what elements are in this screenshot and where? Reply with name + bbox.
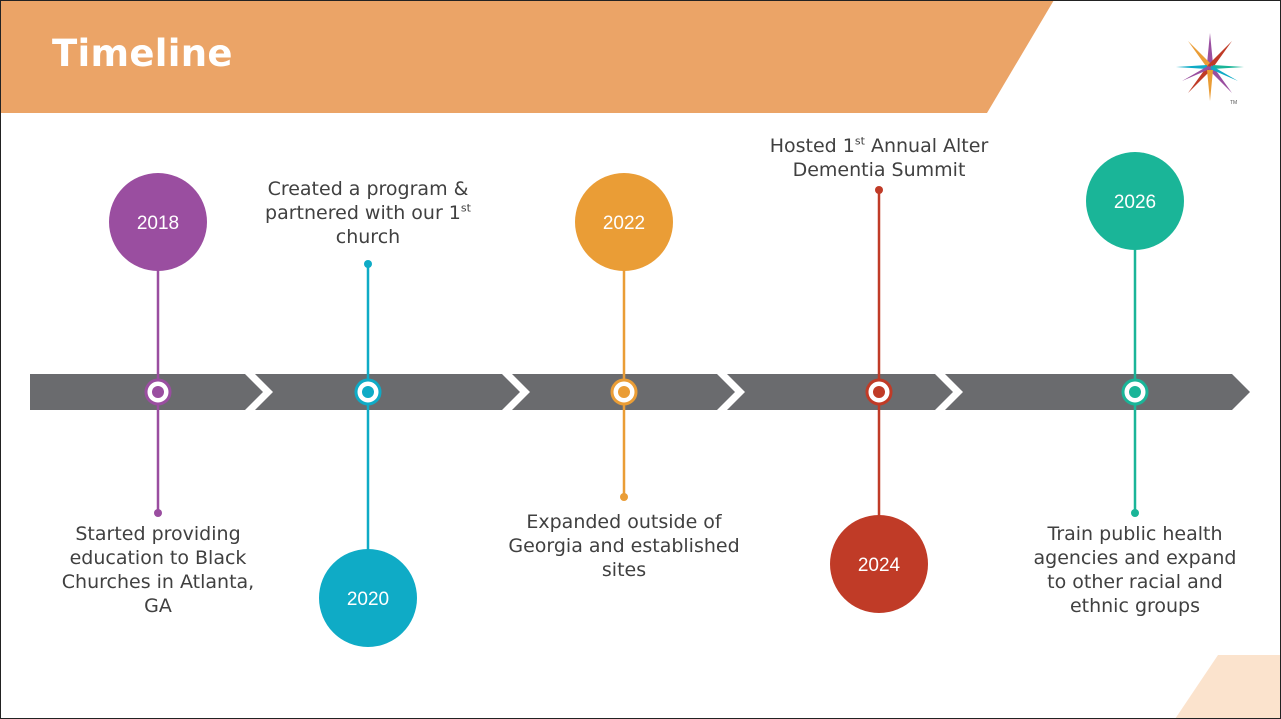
page-title: Timeline <box>52 32 233 75</box>
ordinal-suffix: st <box>854 134 865 148</box>
milestone-2018-description: Started providing education to Black Chu… <box>48 522 268 618</box>
milestone-2022: 2022 <box>575 173 673 501</box>
year-label-2018: 2018 <box>137 213 179 234</box>
timeline-node-dot-2026 <box>1129 386 1141 398</box>
description-line: sites <box>601 559 647 581</box>
year-circle-2020 <box>319 549 417 647</box>
description-line: Churches in Atlanta, <box>61 571 255 593</box>
milestone-2020: 2020 <box>319 260 417 647</box>
description-line: Georgia and established <box>508 535 740 557</box>
header-band <box>0 0 1054 113</box>
description-line: Dementia Summit <box>792 159 966 181</box>
year-circle-2022 <box>575 173 673 271</box>
description-line: Train public health <box>1047 523 1223 545</box>
milestone-2020-description: Created a program & partnered with our 1… <box>243 177 493 249</box>
description-line: ethnic groups <box>1069 595 1201 617</box>
year-label-2022: 2022 <box>603 213 645 234</box>
timeline-node-dot-2024 <box>873 386 885 398</box>
description-text: Annual Alter <box>864 135 989 157</box>
description-line: GA <box>144 595 172 617</box>
starburst-logo-icon <box>1176 33 1244 101</box>
arrow-segment-4 <box>727 374 953 410</box>
description-line: agencies and expand <box>1033 547 1237 569</box>
arrow-segment-5 <box>945 374 1250 410</box>
endpoint-dot-2022 <box>620 493 628 501</box>
logo-trademark: TM <box>1230 100 1237 106</box>
milestone-2018: 2018 <box>109 173 207 517</box>
description-text: Hosted 1 <box>769 135 855 157</box>
year-circle-2018 <box>109 173 207 271</box>
timeline-node-dot-2018 <box>152 386 164 398</box>
arrow-segment-2 <box>255 374 520 410</box>
timeline-arrow <box>30 374 1250 410</box>
description-line: Hosted 1st Annual Alter <box>754 134 1004 158</box>
timeline-node-dot-2020 <box>362 386 374 398</box>
milestone-2026-description: Train public health agencies and expand … <box>1020 522 1250 618</box>
year-label-2024: 2024 <box>858 555 901 576</box>
corner-accent <box>1175 655 1281 719</box>
endpoint-dot-2018 <box>154 509 162 517</box>
year-circle-2024 <box>830 515 928 613</box>
description-line: to other racial and <box>1047 571 1223 593</box>
timeline-node-dot-2022 <box>618 386 630 398</box>
year-label-2020: 2020 <box>347 589 389 610</box>
milestone-2026: 2026 <box>1086 152 1184 517</box>
year-circle-2026 <box>1086 152 1184 250</box>
ordinal-suffix: st <box>460 201 471 215</box>
description-line: church <box>335 226 401 248</box>
endpoint-dot-2020 <box>364 260 372 268</box>
year-label-2026: 2026 <box>1114 192 1156 213</box>
description-line: Created a program & <box>267 178 469 200</box>
description-text: partnered with our 1 <box>265 202 461 224</box>
description-line: partnered with our 1st <box>243 201 493 225</box>
milestone-2022-description: Expanded outside of Georgia and establis… <box>499 510 749 582</box>
endpoint-dot-2026 <box>1131 509 1139 517</box>
description-line: education to Black <box>69 547 247 569</box>
description-line: Started providing <box>75 523 241 545</box>
milestone-2024-description: Hosted 1st Annual Alter Dementia Summit <box>754 134 1004 182</box>
milestone-2024: 2024 <box>830 186 928 613</box>
description-line: Expanded outside of <box>526 511 722 533</box>
endpoint-dot-2024 <box>875 186 883 194</box>
